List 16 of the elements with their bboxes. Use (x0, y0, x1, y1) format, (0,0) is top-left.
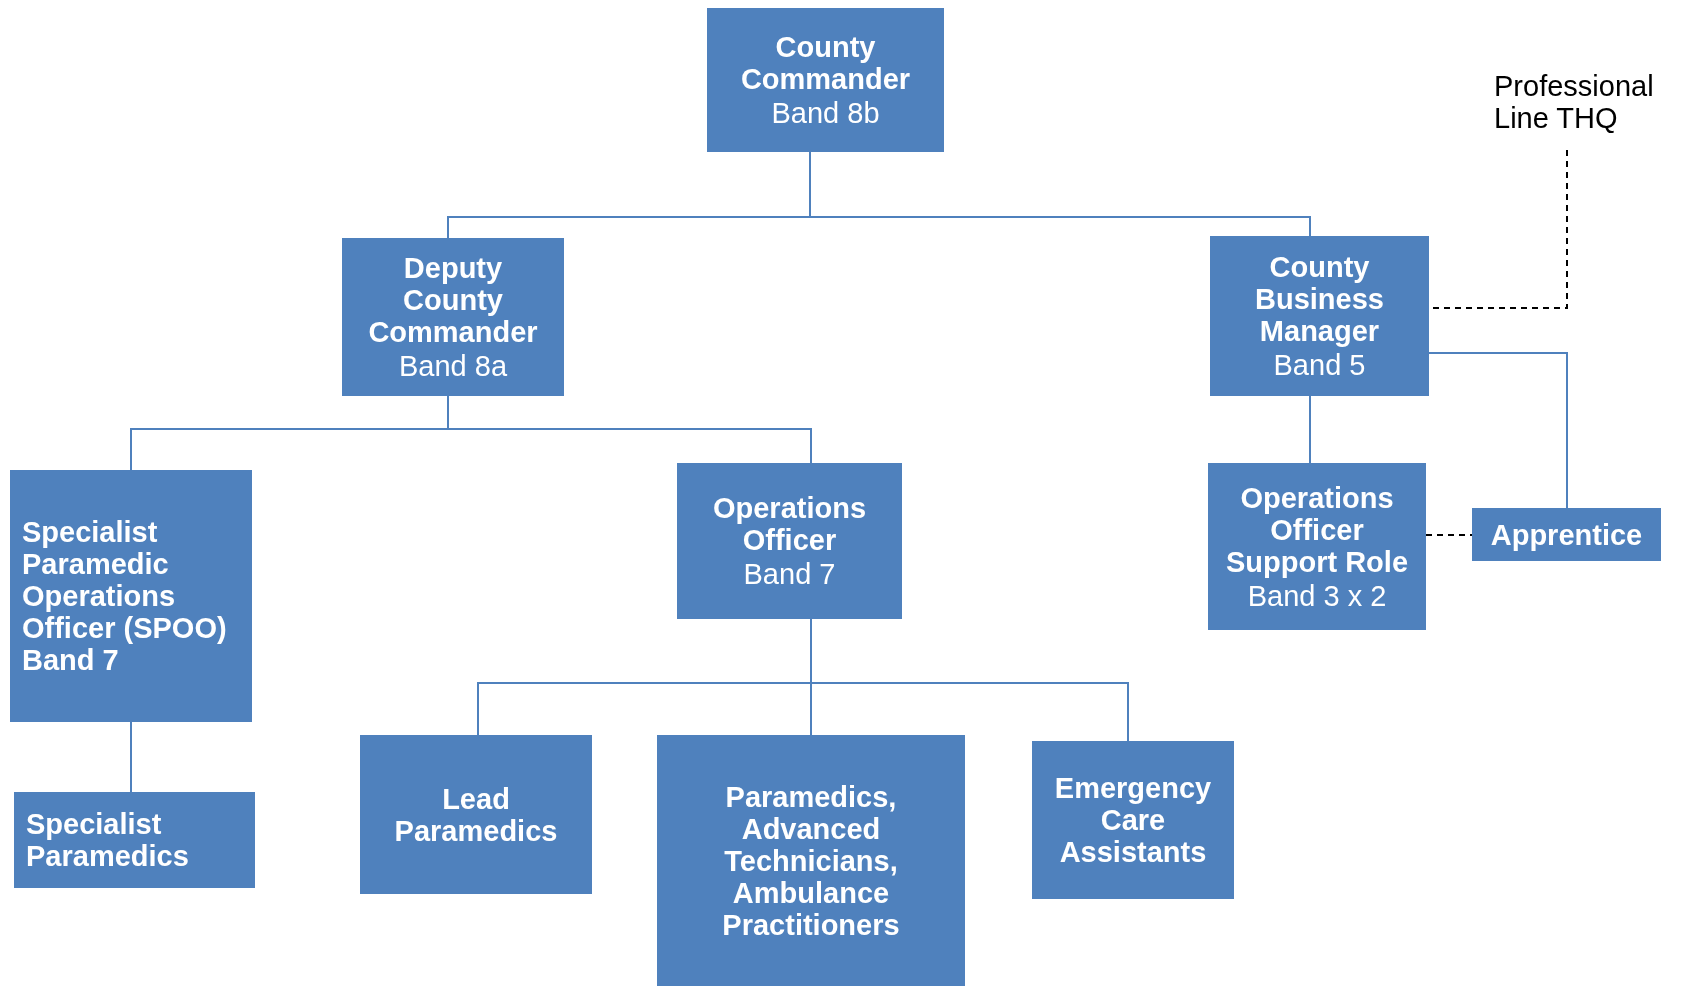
dashed-connector (1425, 534, 1473, 536)
role-box: Operations Officer Band 7 (677, 463, 902, 619)
connector-line (1428, 352, 1568, 509)
role-box: Deputy County Commander Band 8a (342, 238, 564, 396)
role-box: Emergency Care Assistants (1032, 741, 1234, 899)
role-box: Specialist Paramedic Operations Officer (SPOO) Band 7 (10, 470, 252, 722)
note-text: Professional Line THQ (1494, 62, 1684, 142)
role-box: Paramedics, Advanced Technicians, Ambulance Practitioners (657, 735, 965, 986)
role-box: Apprentice (1472, 508, 1661, 561)
connector-line (130, 721, 132, 793)
role-box: Specialist Paramedics (14, 792, 255, 888)
connector-line (1309, 395, 1311, 464)
role-box: County Commander Band 8b (707, 8, 944, 152)
role-box: Lead Paramedics (360, 735, 592, 894)
role-box: County Business Manager Band 5 (1210, 236, 1429, 396)
role-box: Operations Officer Support Role Band 3 x 2 (1208, 463, 1426, 630)
